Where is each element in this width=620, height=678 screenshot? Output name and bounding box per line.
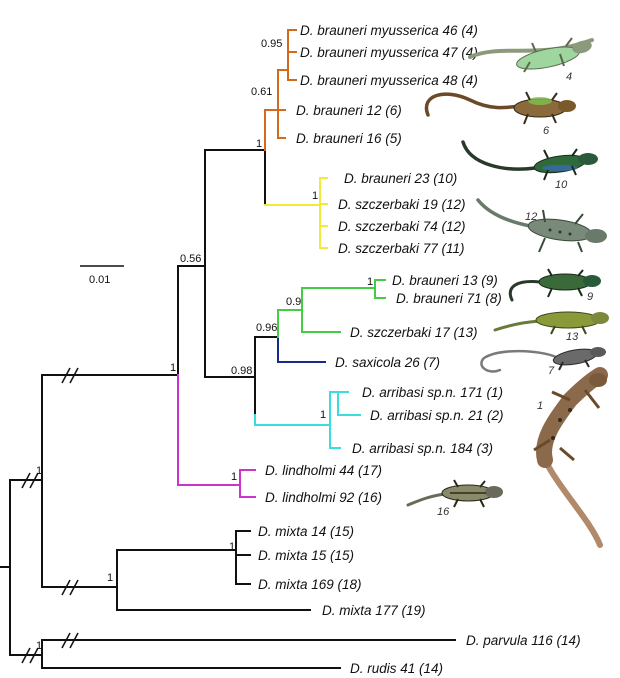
taxon-label: D. brauneri 13 (9) <box>392 273 498 288</box>
lizard-photo-number: 6 <box>543 125 550 137</box>
break-mark <box>61 579 79 596</box>
support-value: 1 <box>312 190 318 202</box>
taxon-label: D. szczerbaki 17 (13) <box>350 325 478 340</box>
branch-upper <box>177 149 266 416</box>
taxon-label: D. szczerbaki 77 (11) <box>338 241 465 256</box>
lizard-photo-1 <box>533 367 608 548</box>
support-value: 1 <box>36 640 42 652</box>
support-value: 0.61 <box>251 86 272 98</box>
scale-bar-label: 0.01 <box>89 274 110 286</box>
branch-green <box>277 279 386 338</box>
lizard-photo-number: 16 <box>437 506 450 518</box>
break-mark <box>21 647 39 664</box>
branch-navy <box>277 336 326 363</box>
support-value: 1 <box>320 409 326 421</box>
lizard-photo-number: 9 <box>587 291 593 303</box>
branch-mixta <box>41 530 311 611</box>
support-value: 0.56 <box>180 253 201 265</box>
break-mark <box>61 367 79 384</box>
support-value: 1 <box>229 541 235 553</box>
lizard-photo-12 <box>476 198 607 253</box>
lizard-photo-number: 10 <box>555 179 568 191</box>
taxon-label: D. arribasi sp.n. 171 (1) <box>362 385 503 400</box>
branch-cyan <box>254 391 361 449</box>
taxon-label: D. lindholmi 44 (17) <box>265 463 382 478</box>
lizard-photo-4 <box>468 37 594 73</box>
taxon-label: D. brauneri 12 (6) <box>296 103 402 118</box>
taxon-label: D. brauneri 16 (5) <box>296 131 402 146</box>
support-value: 1 <box>231 471 237 483</box>
branch-main <box>41 265 179 376</box>
taxon-label: D. brauneri 71 (8) <box>396 291 502 306</box>
support-value: 1 <box>256 138 262 150</box>
taxon-label: D. parvula 116 (14) <box>466 633 581 648</box>
taxon-label: D. szczerbaki 74 (12) <box>338 219 466 234</box>
taxon-label: D. brauneri myusserica 48 (4) <box>300 73 478 88</box>
break-mark <box>61 632 79 649</box>
taxon-label: D. mixta 169 (18) <box>258 577 362 592</box>
taxon-label: D. saxicola 26 (7) <box>335 355 440 370</box>
taxon-label: D. lindholmi 92 (16) <box>265 490 382 505</box>
lizard-photo-number: 1 <box>537 400 543 412</box>
branch-yellow <box>264 177 328 249</box>
break-mark <box>21 472 39 489</box>
branch-lindholmi <box>177 374 256 498</box>
taxon-label: D. brauneri myusserica 47 (4) <box>300 45 478 60</box>
taxon-label: D. rudis 41 (14) <box>350 661 443 676</box>
support-value: 0.98 <box>231 365 252 377</box>
lizard-photo-6 <box>424 91 576 125</box>
lizard-photo-13 <box>493 311 609 335</box>
taxon-label: D. szczerbaki 19 (12) <box>338 197 466 212</box>
lizard-photo-number: 12 <box>525 211 537 223</box>
lizard-photo-7 <box>480 347 606 373</box>
taxon-label: D. arribasi sp.n. 184 (3) <box>352 441 493 456</box>
lizard-photo-10 <box>461 140 598 181</box>
taxon-label: D. mixta 177 (19) <box>322 603 426 618</box>
support-value: 0.96 <box>256 322 277 334</box>
branch-root <box>0 479 11 656</box>
taxon-label: D. brauneri myusserica 46 (4) <box>300 23 478 38</box>
taxon-label: D. mixta 15 (15) <box>258 548 354 563</box>
support-value: 0.95 <box>261 38 282 50</box>
lizard-photo-9 <box>508 268 601 302</box>
lizard-photo-number: 7 <box>548 365 555 377</box>
support-value: 1 <box>36 465 42 477</box>
lizard-photo-number: 4 <box>566 71 572 83</box>
branch-orange <box>264 29 297 151</box>
taxon-label: D. mixta 14 (15) <box>258 524 354 539</box>
lizard-photo-number: 13 <box>566 331 579 343</box>
support-value: 1 <box>367 276 373 288</box>
support-value: 0.9 <box>286 296 301 308</box>
taxon-label: D. brauneri 23 (10) <box>344 171 457 186</box>
support-value: 1 <box>170 362 176 374</box>
support-value: 1 <box>107 572 113 584</box>
lizard-photo-16 <box>406 479 503 508</box>
taxon-label: D. arribasi sp.n. 21 (2) <box>370 408 504 423</box>
